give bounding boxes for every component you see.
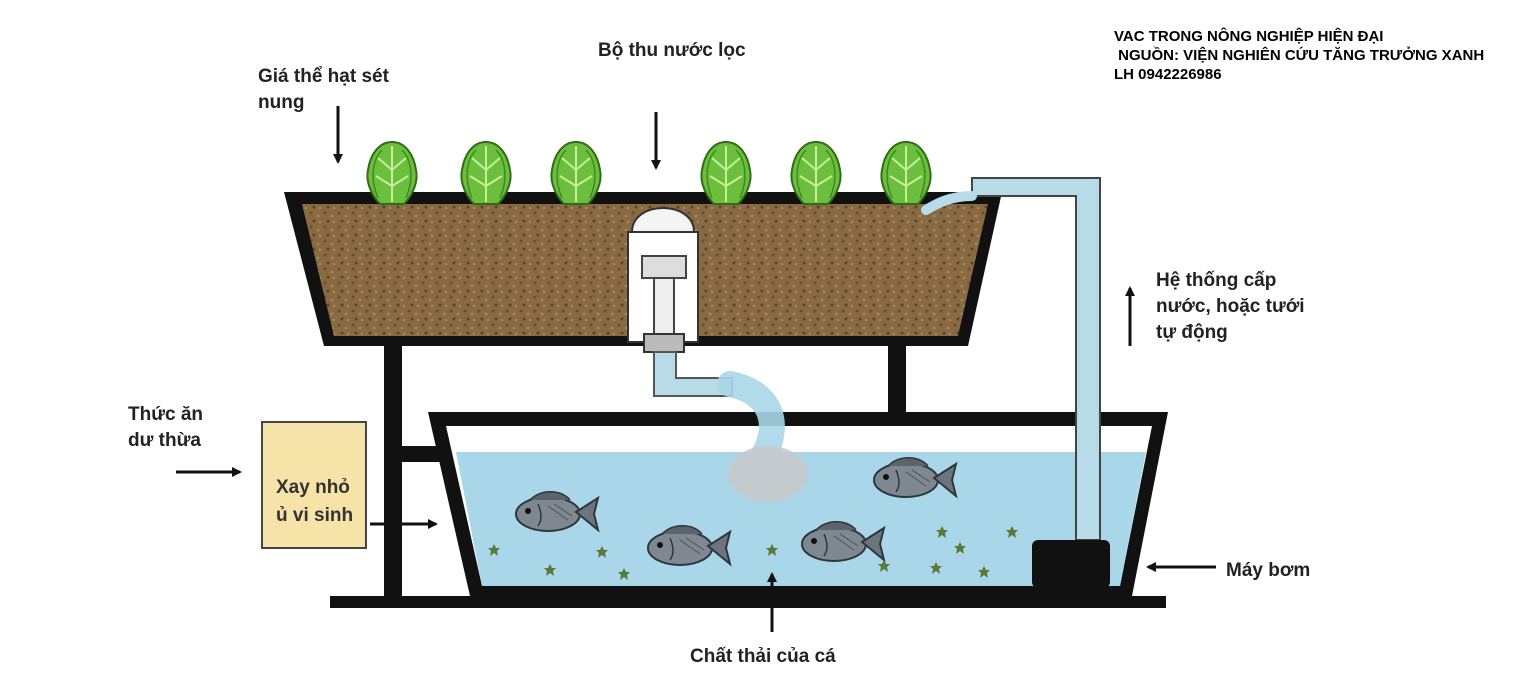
- water-supply-label-2: nước, hoặc tưới: [1156, 296, 1305, 317]
- processing-box-label-2: ủ vi sinh: [276, 505, 354, 526]
- lettuce-icon: [460, 141, 512, 205]
- leftover-food-label-2: dư thừa: [128, 430, 201, 451]
- processing-box-label-1: Xay nhỏ: [276, 477, 350, 498]
- source-line-2: NGUỒN: VIỆN NGHIÊN CỨU TĂNG TRƯỞNG XANH: [1114, 47, 1485, 64]
- grow-media-label-1: Giá thể hạt sét: [258, 66, 389, 87]
- lettuce-icon: [366, 141, 418, 205]
- water-supply-label-1: Hệ thống cấp: [1156, 270, 1277, 291]
- leftover-food-label-1: Thức ăn: [128, 404, 203, 425]
- source-line-1: VAC TRONG NÔNG NGHIỆP HIỆN ĐẠI: [1114, 28, 1384, 45]
- fish-tank: [330, 412, 1168, 608]
- filter-collector-label: Bộ thu nước lọc: [598, 40, 746, 61]
- fish-waste-label: Chất thải của cá: [690, 646, 836, 667]
- water-stream: [717, 371, 808, 502]
- grow-media-label-2: nung: [258, 92, 305, 113]
- lettuce-icon: [700, 141, 752, 205]
- arrows: [176, 106, 1216, 632]
- pump-label: Máy bơm: [1226, 560, 1311, 581]
- source-line-3: LH 0942226986: [1114, 66, 1222, 83]
- processing-box: [261, 421, 367, 549]
- filter-collector: [627, 207, 733, 397]
- pump-icon: [1032, 540, 1110, 588]
- support-frame: [384, 344, 906, 602]
- lettuce-icon: [790, 141, 842, 205]
- water-supply-label-3: tự động: [1156, 322, 1228, 343]
- lettuce-icon: [880, 141, 932, 205]
- lettuce-icon: [550, 141, 602, 205]
